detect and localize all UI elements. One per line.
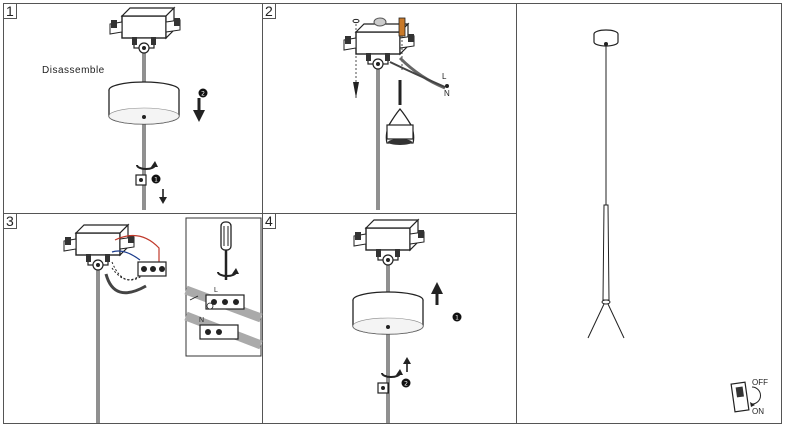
step-number-1: 1 [6, 3, 14, 19]
wire-label-l: L [214, 287, 218, 294]
canopy-icon [352, 291, 424, 335]
step-number-boxes [3, 3, 276, 229]
arrow-up-icon [431, 282, 443, 294]
switch-off-label: OFF [752, 378, 768, 387]
step3-wire-labels: L N [199, 287, 218, 324]
wall-anchor-icon [398, 17, 406, 37]
rotate-arrow-icon [381, 368, 404, 378]
pendant-lamp-icon [587, 29, 625, 339]
wire-label-n: N [199, 317, 204, 324]
arrow-up-icon [403, 357, 411, 364]
step-number-3: 3 [6, 213, 14, 229]
step2-illustration [343, 17, 449, 210]
screw-icon [353, 82, 359, 98]
switch-on-label: ON [752, 407, 764, 416]
washer-icon [373, 17, 387, 27]
svg-text:2: 2 [404, 381, 408, 388]
callout-2-marker [198, 88, 208, 98]
step3-illustration [63, 217, 263, 423]
step1-illustration: 1 2 [108, 7, 208, 210]
rotate-arrow-icon [136, 160, 159, 170]
callout-2-marker [401, 378, 411, 388]
step-number-4: 4 [265, 213, 273, 229]
wall-switch-icon [730, 381, 761, 413]
callout-1-marker [452, 312, 462, 322]
step-number-2: 2 [265, 3, 273, 19]
terminal-block-icon [199, 294, 245, 340]
svg-text:2: 2 [201, 91, 205, 98]
arrow-down-icon [159, 197, 167, 204]
svg-text:1: 1 [154, 177, 158, 184]
step1-disassemble-label: Disassemble [42, 65, 105, 76]
step4-illustration: 1 2 [352, 219, 462, 423]
panel-frames [3, 3, 782, 424]
wire-label-n: N [444, 89, 450, 98]
arrow-down-icon [193, 110, 205, 122]
callout-1-marker [151, 174, 161, 184]
wire-label-l: L [442, 72, 447, 81]
canopy-icon [108, 81, 180, 125]
svg-text:1: 1 [455, 315, 459, 322]
step2-wire-labels: L N [442, 72, 450, 98]
terminal-block-icon [137, 261, 167, 277]
